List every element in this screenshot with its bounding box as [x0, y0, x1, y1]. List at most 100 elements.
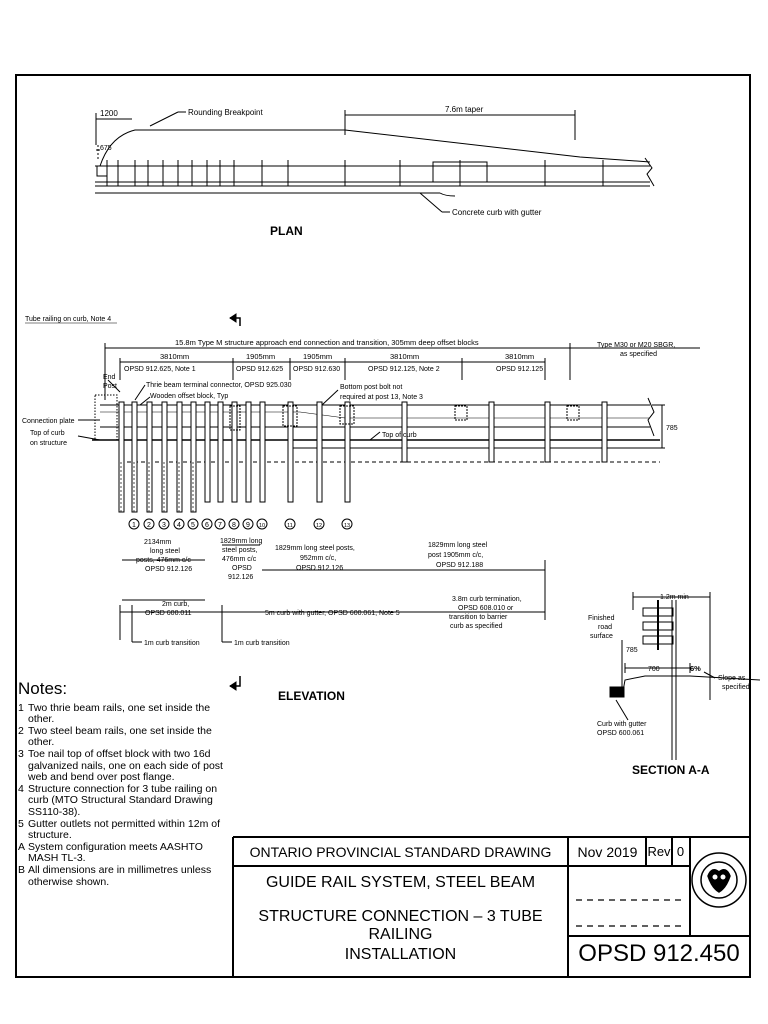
section-dim-785: 785: [626, 647, 638, 654]
svg-text:2m curb,OPSD 600.011: 2m curb,OPSD 600.011: [145, 601, 192, 617]
post-group-a-line1: 2134mm: [144, 539, 171, 546]
post-number-label: 8: [232, 522, 236, 529]
svg-text:1829mm long steel posts,952mm: 1829mm long steel posts, 952mm c/c, OPSD 9…: [275, 545, 355, 572]
rev-number: 0: [676, 844, 685, 859]
note-key: 4: [18, 782, 24, 795]
segment-1-length: 3810mm: [160, 352, 189, 361]
post-number-label: 11: [287, 523, 293, 529]
section-a-a: [609, 592, 761, 760]
section-min-dim: 1.2m min: [660, 594, 689, 601]
segment-5-length: 3810mm: [505, 352, 534, 361]
post-number-circle: [313, 518, 325, 530]
elevation-dim-785: 785: [666, 425, 678, 432]
post-number-circle: [256, 518, 268, 530]
segment-5-ref: OPSD 912.125: [496, 366, 543, 373]
post-number-label: 12: [316, 523, 322, 529]
rounding-breakpoint-label: Rounding Breakpoint: [188, 108, 263, 117]
note-text: Gutter outlets not permitted within 12m …: [28, 817, 221, 842]
segment-2-ref: OPSD 912.625: [236, 366, 283, 373]
post-number-circle: [228, 518, 240, 530]
plan-dim-1200: 1200: [100, 109, 118, 118]
post-number-label: 1: [132, 522, 136, 529]
taper-label: 7.6m taper: [445, 105, 484, 114]
tube-railing-note: Tube railing on curb, Note 4: [25, 316, 111, 323]
plan-labels: 1200 675 Rounding Breakpoint 7.6m taper …: [100, 105, 542, 238]
title-block: [232, 836, 749, 976]
note-text: Toe nail top of offset block with two 16…: [28, 747, 223, 784]
post-number-circle: [341, 518, 353, 530]
post-group-c-line2: 952mm c/c,: [300, 555, 336, 562]
post-number-label: 10: [259, 523, 265, 529]
post-group-d-line3: OPSD 912.188: [436, 562, 483, 569]
note-text: System configuration meets AASHTO MASH T…: [28, 840, 203, 865]
note-key: B: [18, 863, 26, 876]
drawing-number: OPSD 912.450: [578, 940, 740, 967]
drawing-date: Nov 2019: [577, 844, 638, 860]
elevation-view: [77, 343, 700, 643]
segment-1-ref: OPSD 912.625, Note 1: [124, 366, 196, 373]
post-number-circle: [284, 518, 296, 530]
curb-38-line4: curb as specified: [450, 623, 503, 630]
section-slope-pct: 6%: [690, 664, 701, 673]
plan-view: [95, 110, 655, 213]
post-number-circle: [242, 518, 254, 530]
post-number-circle: [158, 518, 170, 530]
section-dim-700: 700: [648, 666, 660, 673]
note-text: All dimensions are in millimetres unless…: [28, 863, 212, 888]
thrie-connector-label: Thrie beam terminal connector, OPSD 925.…: [146, 382, 292, 389]
post-group-b-line1: 1829mm long: [220, 538, 263, 545]
curb-38-line1: 3.8m curb termination,: [452, 596, 522, 603]
top-of-curb-label: Top of curb: [382, 432, 417, 439]
opsd-seal: [691, 852, 747, 908]
post-number-label: 2: [147, 522, 151, 529]
post-number-circle: [214, 518, 226, 530]
overall-dimension-label: 15.8m Type M structure approach end conn…: [175, 338, 479, 347]
post-group-c-line1: 1829mm long steel posts,: [275, 545, 355, 552]
wooden-block-label: Wooden offset block, Typ: [150, 393, 228, 400]
post-number-label: 13: [344, 523, 350, 529]
plan-dim-675: 675: [100, 145, 112, 152]
section-cut-arrow-top: [229, 313, 241, 326]
post-number-label: 3: [162, 522, 166, 529]
post-number-circle: [187, 518, 199, 530]
post-group-b-line4: OPSD: [232, 565, 252, 572]
segment-4-ref: OPSD 912.125, Note 2: [368, 366, 440, 373]
end-post-label: End: [103, 374, 116, 381]
finished-line2: road: [598, 624, 612, 631]
bolt-note-line1: Bottom post bolt not: [340, 384, 402, 391]
segment-3-length: 1905mm: [303, 352, 332, 361]
drawing-sheet-border: [15, 74, 751, 978]
note-key: A: [18, 840, 26, 853]
section-title: SECTION A-A: [632, 763, 710, 777]
post-number-label: 5: [191, 522, 195, 529]
curb-transition-1: 1m curb transition: [144, 640, 200, 647]
connection-plate-label: Connection plate: [22, 418, 75, 425]
post-number-label: 6: [205, 522, 209, 529]
note-key: 3: [18, 747, 24, 760]
segment-2-length: 1905mm: [246, 352, 275, 361]
curb-38-line2: OPSD 608.010 or: [458, 605, 514, 612]
drawing-title-line3: INSTALLATION: [344, 946, 457, 963]
curb-2m-line2: OPSD 600.011: [145, 610, 192, 617]
section-cut-arrow-bottom: [229, 676, 241, 691]
post-group-c-line3: OPSD 912.126: [296, 565, 343, 572]
elevation-posts: [118, 401, 608, 513]
note-text: Two thrie beam rails, one set inside the…: [28, 701, 211, 726]
post-group-d-line2: post 1905mm c/c,: [428, 552, 483, 559]
rev-label: Rev: [647, 844, 671, 859]
top-of-curb-structure-label: Top of curb: [30, 430, 65, 437]
end-post-label-2: Post: [103, 383, 117, 390]
slope-line1: Slope as: [718, 675, 746, 682]
